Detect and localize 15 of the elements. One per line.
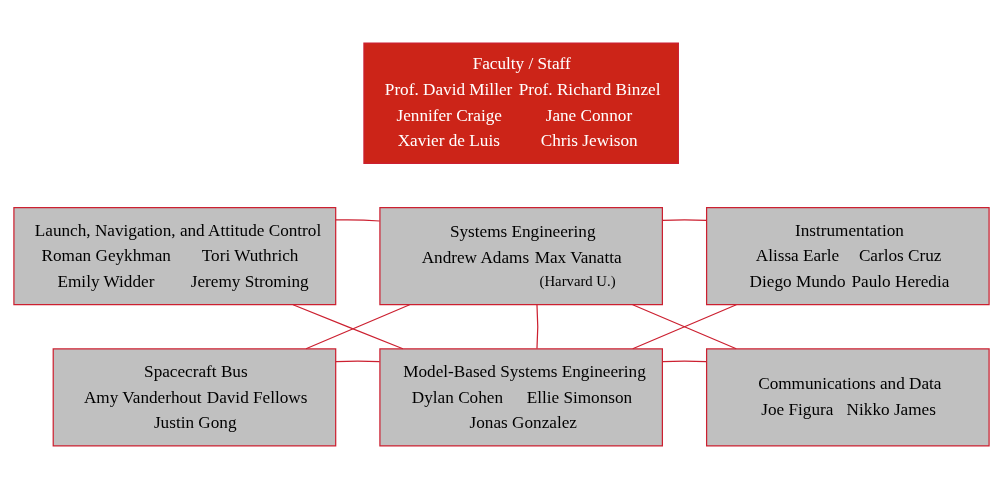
connector [334, 359, 380, 362]
connector [334, 218, 380, 222]
node-box: Instrumentation Alissa Earle Carlos Cruz Diego Mundo Paulo Heredia [705, 206, 990, 305]
connector [631, 303, 737, 349]
node-box: Spacecraft Bus Amy Vanderhout David Fellows Justin Gong [52, 347, 336, 447]
connector [535, 303, 538, 349]
node-box: Faculty / Staff Prof. David Miller Prof. Richard Binzel Jennifer Craige Jane Connor Xavier de Luis Chris Jewison [362, 41, 679, 164]
node-box: Launch, Navigation, and Attitude Control Roman Geykhman Tori Wuthrich Emily Widder Jeremy Stroming [12, 206, 336, 305]
node-box: Model-Based Systems Engineering Dylan Cohen Ellie Simonson Jonas Gonzalez [378, 347, 663, 447]
connector [661, 359, 707, 362]
node-box: Systems Engineering Andrew Adams Max Vanatta (Harvard U.) [378, 206, 663, 305]
connector [291, 303, 403, 349]
node-box: Communications and Data Joe Figura Nikko James [705, 347, 990, 447]
connector [304, 303, 410, 349]
connector [661, 218, 707, 221]
